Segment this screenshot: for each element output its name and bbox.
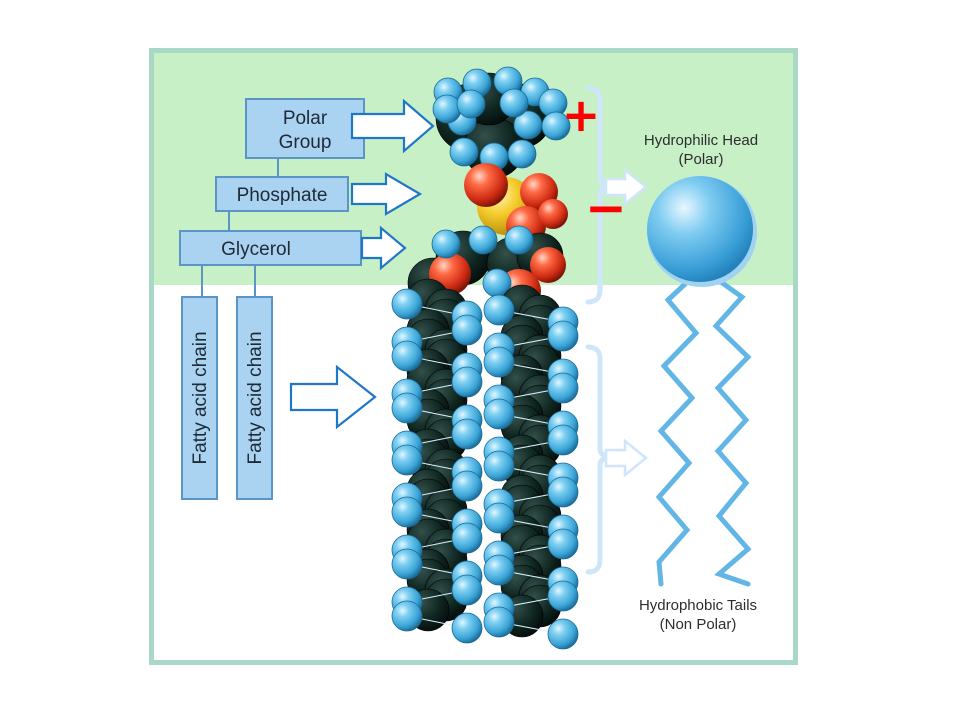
- head-bracket-arrow: [604, 167, 648, 207]
- hydrogen-atom: [451, 418, 483, 450]
- tail-bracket-arrow: [604, 438, 648, 478]
- hydrogen-atom: [451, 314, 483, 346]
- space-filling-molecule: [391, 66, 579, 650]
- hydrogen-atom: [431, 229, 461, 259]
- oxygen-atom: [538, 199, 568, 229]
- bracket-arrows: [604, 167, 648, 478]
- hydrogen-atom: [451, 470, 483, 502]
- hydrogen-atom: [432, 94, 462, 124]
- oxygen-atom: [464, 163, 508, 207]
- hydrogen-atom: [507, 139, 537, 169]
- hydrogen-atom: [449, 137, 479, 167]
- hydrogen-atom: [547, 580, 579, 612]
- fatty-acid-arrow: [289, 364, 377, 430]
- hydrogen-atom: [547, 424, 579, 456]
- oxygen-atom: [530, 247, 566, 283]
- hydrogen-atom: [451, 612, 483, 644]
- hydrogen-atom: [504, 225, 534, 255]
- hydrogen-atom: [391, 392, 423, 424]
- hydrophobic-tails-label-line2: (Non Polar): [660, 616, 737, 633]
- hydrogen-atom: [547, 528, 579, 560]
- polar-group-arrow: [350, 98, 435, 154]
- fatty-acid-chain-label-1: Fatty acid chain: [190, 331, 211, 464]
- fatty-acid-chain-box-2: [236, 296, 273, 500]
- hydrogen-atom: [391, 340, 423, 372]
- phosphate-box: [215, 176, 349, 212]
- phosphate-arrow: [350, 172, 423, 216]
- hydrogen-atom: [483, 450, 515, 482]
- fatty-acid-chain-box-1: [181, 296, 218, 500]
- hydrophilic-head-sphere: [647, 176, 753, 282]
- hydrogen-atom: [391, 548, 423, 580]
- hydrophilic-head-label-line1: Hydrophilic Head: [644, 132, 758, 149]
- hydrogen-atom: [391, 288, 423, 320]
- hydrogen-atom: [483, 502, 515, 534]
- hydrogen-atom: [451, 574, 483, 606]
- hydrogen-atom: [483, 294, 515, 326]
- hydrogen-atom: [483, 606, 515, 638]
- hydrogen-atom: [547, 476, 579, 508]
- glycerol-label: Glycerol: [221, 239, 291, 260]
- polar-group-label-line2: Group: [279, 132, 332, 153]
- glycerol-arrow: [360, 225, 407, 271]
- fatty-acid-chain-label-2: Fatty acid chain: [245, 331, 266, 464]
- hydrogen-atom: [483, 346, 515, 378]
- phosphate-label: Phosphate: [237, 185, 328, 206]
- hydrogen-atom: [547, 618, 579, 650]
- hydrophilic-head-label-line2: (Polar): [678, 151, 723, 168]
- pointer-arrows: [289, 98, 435, 430]
- hydrogen-atom: [547, 320, 579, 352]
- polar-group-label-line1: Polar: [283, 108, 328, 129]
- hydrogen-atom: [451, 522, 483, 554]
- hydrogen-atom: [456, 89, 486, 119]
- hydrogen-atom: [499, 88, 529, 118]
- tail-left-zigzag: [655, 267, 703, 587]
- hydrogen-atom: [547, 372, 579, 404]
- phospholipid-symbol: [647, 176, 757, 587]
- hydrogen-atom: [391, 600, 423, 632]
- hydrophobic-tails-label-line1: Hydrophobic Tails: [639, 597, 757, 614]
- hydrogen-atom: [468, 225, 498, 255]
- hydrogen-atom: [391, 444, 423, 476]
- hydrogen-atom: [483, 554, 515, 586]
- positive-charge-sign: +: [562, 88, 601, 142]
- tail-right-zigzag: [701, 267, 752, 587]
- hydrogen-atom: [451, 366, 483, 398]
- hydrogen-atom: [391, 496, 423, 528]
- hydrogen-atom: [483, 398, 515, 430]
- hydrogen-atom: [541, 111, 571, 141]
- negative-charge-sign: −: [585, 179, 627, 237]
